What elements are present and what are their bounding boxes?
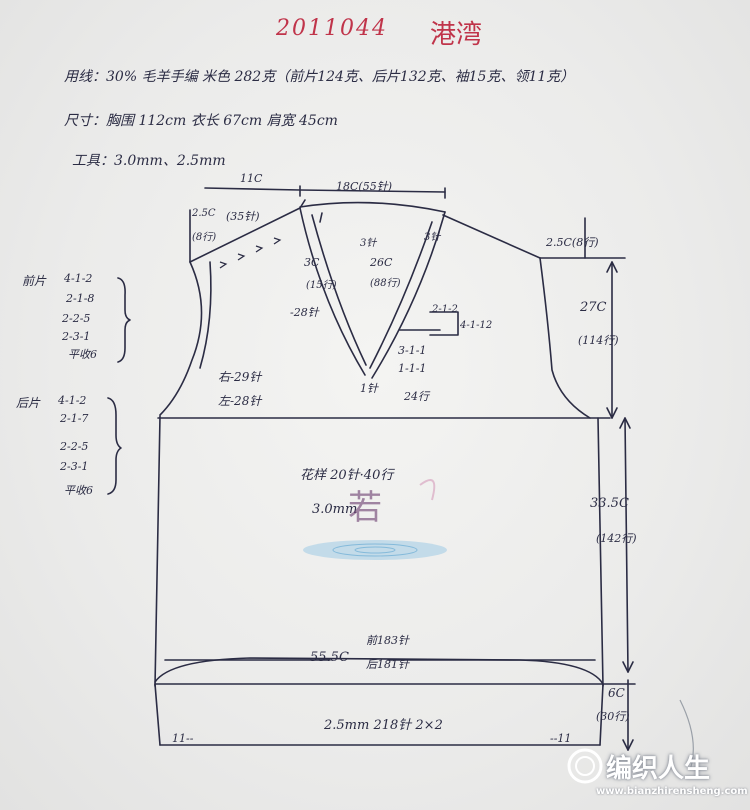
- left-armhole: [159, 261, 203, 416]
- neck-note-c: 3-1-1: [398, 344, 427, 357]
- front-dec-2: 2-1-8: [66, 292, 95, 305]
- rib-right-side: [599, 683, 604, 746]
- watermark-center-char: 若: [348, 488, 382, 528]
- arrow-body-top: [619, 417, 631, 429]
- armhole-depth: 27C: [580, 300, 607, 315]
- right-drop-label: 2.5C(8行): [546, 236, 599, 249]
- neck-note-a: 2-1-2: [432, 304, 458, 315]
- rib-mark-right: --11: [550, 732, 572, 745]
- body-left-side: [154, 415, 161, 687]
- neck-v-right-inner: [369, 221, 433, 369]
- pattern-gauge: 花样 20针·40行: [300, 468, 394, 483]
- neck-v-left-inner: [311, 214, 367, 366]
- arrow-body-bottom: [622, 661, 634, 673]
- left-drop-label: 2.5C: [192, 208, 216, 219]
- shoulder-top-width: 11C: [240, 172, 263, 185]
- arrow-arm-bottom: [606, 407, 618, 419]
- body-right-side: [597, 417, 604, 687]
- front-brace: [117, 277, 131, 363]
- neck-v-depth: 3C: [304, 256, 320, 269]
- rib-left-side: [154, 683, 161, 746]
- spec-size: 尺寸：胸围 112cm 衣长 67cm 肩宽 45cm: [64, 113, 338, 129]
- spec-yarn: 用线：30% 毛羊手编 米色 282克（前片124克、后片132克、袖15克、领…: [64, 69, 575, 85]
- front-dec-1: 4-1-2: [64, 272, 93, 285]
- pattern-name: 港湾: [430, 20, 483, 50]
- spec-needles: 工具：3.0mm、2.5mm: [72, 153, 226, 169]
- back-dec-4: 2-3-1: [60, 460, 89, 473]
- neck-note-b: 4-1-12: [460, 320, 493, 331]
- pattern-code: 2011044: [276, 16, 388, 41]
- site-url: www.bianzhirensheng.com: [596, 786, 748, 797]
- back-dec-3: 2-2-5: [60, 440, 89, 453]
- back-stitch-count: 后181针: [366, 658, 409, 671]
- neck-v-left-outer: [299, 207, 366, 376]
- neck-v-right-outer: [371, 211, 446, 379]
- front-armhole-label: 前片: [22, 274, 47, 288]
- body-dimension: [624, 417, 629, 673]
- rib-rows: (30行): [596, 710, 630, 723]
- neck-back-curve: [299, 201, 446, 213]
- armhole-rows: (114行): [578, 334, 619, 347]
- right-shoulder-line: [442, 214, 541, 259]
- neck-v-center: [319, 212, 323, 223]
- neck-note-d: 1-1-1: [398, 362, 427, 375]
- neck-width-label: 18C(55针): [336, 180, 392, 193]
- front-dec-5: 平收6: [68, 348, 97, 361]
- body-rows: (142行): [596, 532, 637, 545]
- hem-width: 55.5C: [310, 650, 349, 665]
- neck-v-rows: (15行): [306, 280, 337, 291]
- rib-instructions: 2.5mm 218针 2×2: [324, 718, 443, 733]
- rib-height: 6C: [608, 686, 625, 700]
- neck-detail-box: [429, 311, 459, 336]
- front-dec-4: 2-3-1: [62, 330, 91, 343]
- hem-curve: [154, 657, 604, 685]
- neck-back-stitches: 3针: [360, 238, 377, 249]
- neck-dimension: [299, 189, 446, 193]
- left-armhole-inner: [199, 261, 212, 369]
- back-dec-1: 4-1-2: [58, 394, 87, 407]
- back-dec-2: 2-1-7: [60, 412, 89, 425]
- rib-mark-left: 11--: [172, 732, 194, 745]
- back-brace: [107, 397, 122, 495]
- back-dec-total: 左-28针: [218, 394, 262, 408]
- neck-band-rows: (88行): [370, 278, 401, 289]
- front-dec-3: 2-2-5: [62, 312, 91, 325]
- pattern-needle: 3.0mm: [312, 502, 358, 517]
- arrow-arm-top: [606, 261, 618, 273]
- back-dec-5: 平收6: [64, 484, 93, 497]
- armhole-bottom-rows: 24行: [404, 390, 429, 403]
- neck-left-decrease: -28针: [290, 306, 319, 319]
- right-armhole: [539, 257, 591, 419]
- neck-bottom-stitches: 1针: [360, 382, 378, 395]
- shoulder-dimension: [204, 187, 301, 191]
- back-armhole-label: 后片: [16, 396, 41, 410]
- site-name: 编织人生: [606, 754, 711, 784]
- arrow-rib-bottom: [622, 739, 634, 751]
- body-length: 33.5C: [590, 496, 629, 511]
- neck-band-length: 26C: [370, 256, 393, 269]
- front-dec-total: 右-29针: [218, 370, 262, 384]
- neck-side-stitches: 3针: [424, 232, 441, 243]
- front-stitch-count: 前183针: [366, 634, 409, 647]
- left-drop-rows: (8行): [192, 232, 217, 243]
- shoulder-top-stitches: (35针): [226, 210, 260, 223]
